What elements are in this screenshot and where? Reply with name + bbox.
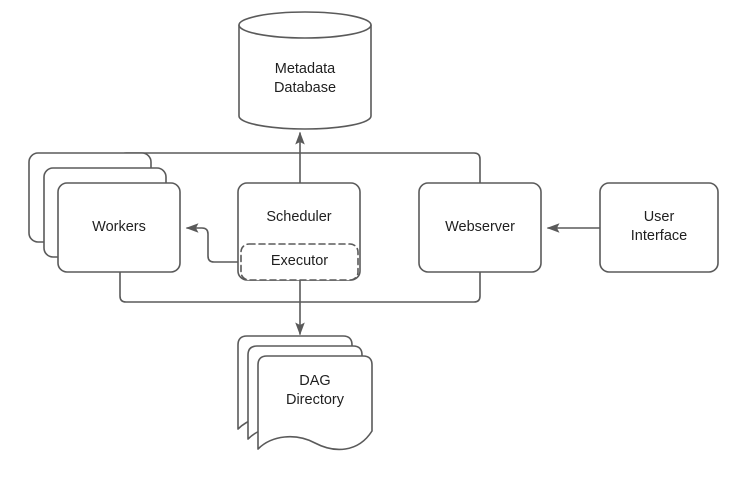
executor-box [240,243,359,281]
node-executor[interactable] [240,243,359,281]
cylinder-body [238,24,372,130]
cylinder-top-ellipse [238,11,372,39]
dag-stack-front [257,355,373,451]
edge-executor-to-workers [185,223,239,263]
node-webserver[interactable] [418,182,542,273]
node-workers[interactable] [28,152,181,273]
user-interface-box [599,182,719,273]
node-user-interface[interactable] [599,182,719,273]
node-dag-directory[interactable] [237,335,373,451]
webserver-box [418,182,542,273]
workers-stack-front [57,182,181,273]
node-metadata-database[interactable] [238,11,372,130]
